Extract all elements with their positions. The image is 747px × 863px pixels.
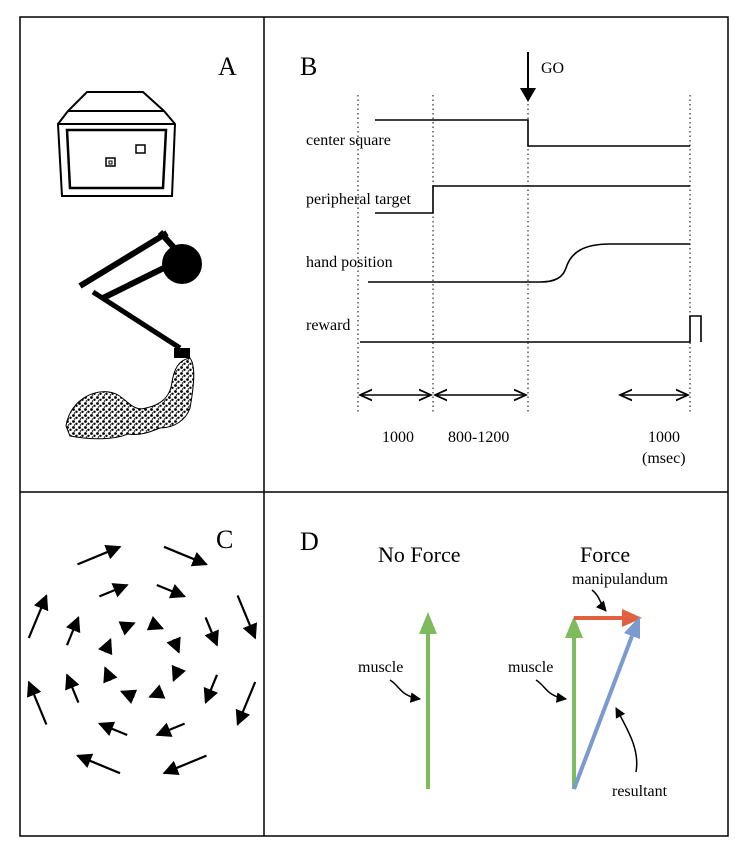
panel-a: A xyxy=(56,52,237,440)
muscle-label-left-pointer xyxy=(389,679,422,703)
trace-reward xyxy=(360,315,702,343)
muscle-label-right: muscle xyxy=(508,659,553,676)
interval-unit: (msec) xyxy=(642,450,686,467)
field-arrow-ring3-6 xyxy=(77,544,122,566)
field-arrow-ring3-8 xyxy=(236,595,258,640)
manipulandum-arm-drawing xyxy=(65,230,202,440)
panel-grid xyxy=(19,16,729,837)
field-arrow-ring3-5 xyxy=(27,594,49,639)
force-field-arrows xyxy=(26,544,258,776)
field-arrow-ring2-4 xyxy=(65,673,80,704)
title-force: Force xyxy=(580,542,630,567)
field-arrow-ring2-3 xyxy=(97,721,128,737)
muscle-label-left: muscle xyxy=(358,659,403,676)
panel-b: B GO center square peripheral target han… xyxy=(300,52,702,467)
field-arrow-ring2-5 xyxy=(65,615,81,646)
interval-label-1: 1000 xyxy=(382,429,414,446)
muscle-vector-force-head xyxy=(565,616,583,638)
resultant-label-pointer xyxy=(615,707,638,773)
manipulandum-label-pointer xyxy=(591,589,607,612)
field-arrow-ring1-4 xyxy=(103,666,118,684)
field-arrow-ring1-7 xyxy=(146,616,165,631)
field-arrow-ring1-6 xyxy=(118,621,136,636)
resultant-vector-head xyxy=(624,616,640,639)
trace-peripheral-target xyxy=(375,185,690,214)
go-label: GO xyxy=(541,60,564,77)
resultant-vector xyxy=(572,635,634,790)
panel-d: D No Force Force muscle muscle manipulan… xyxy=(300,527,669,800)
panel-b-letter: B xyxy=(300,52,317,81)
field-arrow-ring3-3 xyxy=(76,753,121,775)
field-arrow-ring1-2 xyxy=(148,684,166,699)
trace-center-square xyxy=(375,119,690,147)
manipulandum-vector-head xyxy=(622,609,642,627)
field-arrow-ring1-3 xyxy=(119,689,138,704)
field-arrow-ring1-8 xyxy=(166,636,181,654)
field-arrow-ring3-4 xyxy=(26,680,48,725)
field-arrow-ring3-2 xyxy=(162,754,207,776)
panel-c-letter: C xyxy=(216,525,233,554)
field-arrow-ring3-7 xyxy=(163,545,208,567)
trace-label-center-square: center square xyxy=(306,132,391,149)
field-arrow-ring3-1 xyxy=(235,681,257,726)
muscle-vector-no-force-head xyxy=(419,612,437,634)
field-arrow-ring2-1 xyxy=(203,674,219,705)
interval-label-3: 1000 xyxy=(648,429,680,446)
field-arrow-ring2-7 xyxy=(156,583,187,599)
trace-label-hand-position: hand position xyxy=(306,254,393,271)
interval-label-2: 800-1200 xyxy=(448,429,509,446)
go-arrow xyxy=(520,52,536,102)
resultant-label: resultant xyxy=(612,783,668,800)
trace-label-reward: reward xyxy=(306,317,350,334)
title-no-force: No Force xyxy=(378,542,460,567)
manipulandum-label: manipulandum xyxy=(572,571,669,588)
field-arrow-ring1-5 xyxy=(98,637,113,656)
muscle-label-right-pointer xyxy=(535,679,568,703)
trace-label-peripheral-target: peripheral target xyxy=(306,191,412,208)
epoch-dotted-lines xyxy=(357,95,691,412)
panel-d-letter: D xyxy=(300,527,319,556)
field-arrow-ring2-6 xyxy=(98,583,129,598)
field-arrow-ring2-2 xyxy=(155,722,186,737)
panel-a-letter: A xyxy=(218,52,237,81)
monitor-drawing xyxy=(56,91,177,197)
field-arrow-ring2-8 xyxy=(204,616,219,647)
trace-hand-position xyxy=(368,243,690,283)
field-arrow-ring1-1 xyxy=(171,664,186,683)
panel-c: C xyxy=(26,525,258,776)
